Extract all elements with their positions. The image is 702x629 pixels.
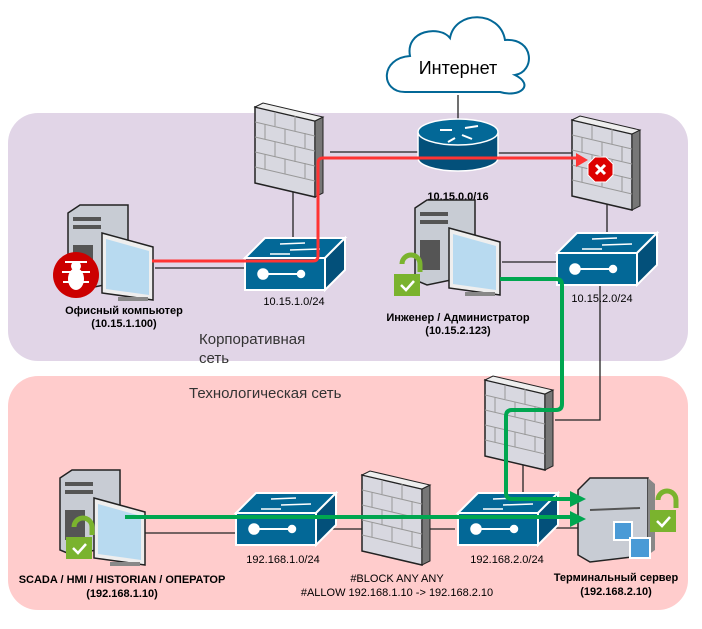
arrow-head [570,491,586,507]
office-name: Офисный компьютер [65,305,183,317]
engineer-ip: (10.15.2.123) [425,325,491,337]
terminal-ip: (192.168.2.10) [580,586,652,598]
switch-label: 10.15.1.0/24 [263,296,324,308]
switch-label: 192.168.1.0/24 [246,554,319,566]
switch-label: 192.168.2.0/24 [470,554,543,566]
technological-zone-label: Технологическая сеть [189,385,342,402]
switch-label: 10.15.2.0/24 [571,293,632,305]
internet-label: Интернет [419,58,498,78]
router [417,118,499,172]
engineer-name: Инженер / Администратор [386,312,530,324]
firewall-rule: #ALLOW 192.168.1.10 -> 192.168.2.10 [301,587,493,599]
scada-name: SCADA / HMI / HISTORIAN / ОПЕРАТОР [19,574,226,586]
blocked-x-icon [587,156,614,183]
scada-ip: (192.168.1.10) [86,588,158,600]
bug-icon [53,252,99,298]
firewall-tech-upper [484,375,554,471]
corporate-zone-label: Корпоративная [199,331,305,348]
corporate-zone-label: сеть [199,350,229,367]
switch-10-15-2 [556,232,658,286]
firewall-corporate-left [254,102,324,198]
firewall-rule: #BLOCK ANY ANY [350,573,444,585]
terminal-server [577,477,655,563]
allowed-path [125,277,572,519]
internet-cloud [385,16,530,95]
corporate-zone [8,113,688,361]
arrow-head [570,511,586,527]
terminal-name: Терминальный сервер [554,572,679,584]
office-ip: (10.15.1.100) [91,318,157,330]
blocked-path [152,153,588,263]
switch-10-15-1 [244,237,346,291]
